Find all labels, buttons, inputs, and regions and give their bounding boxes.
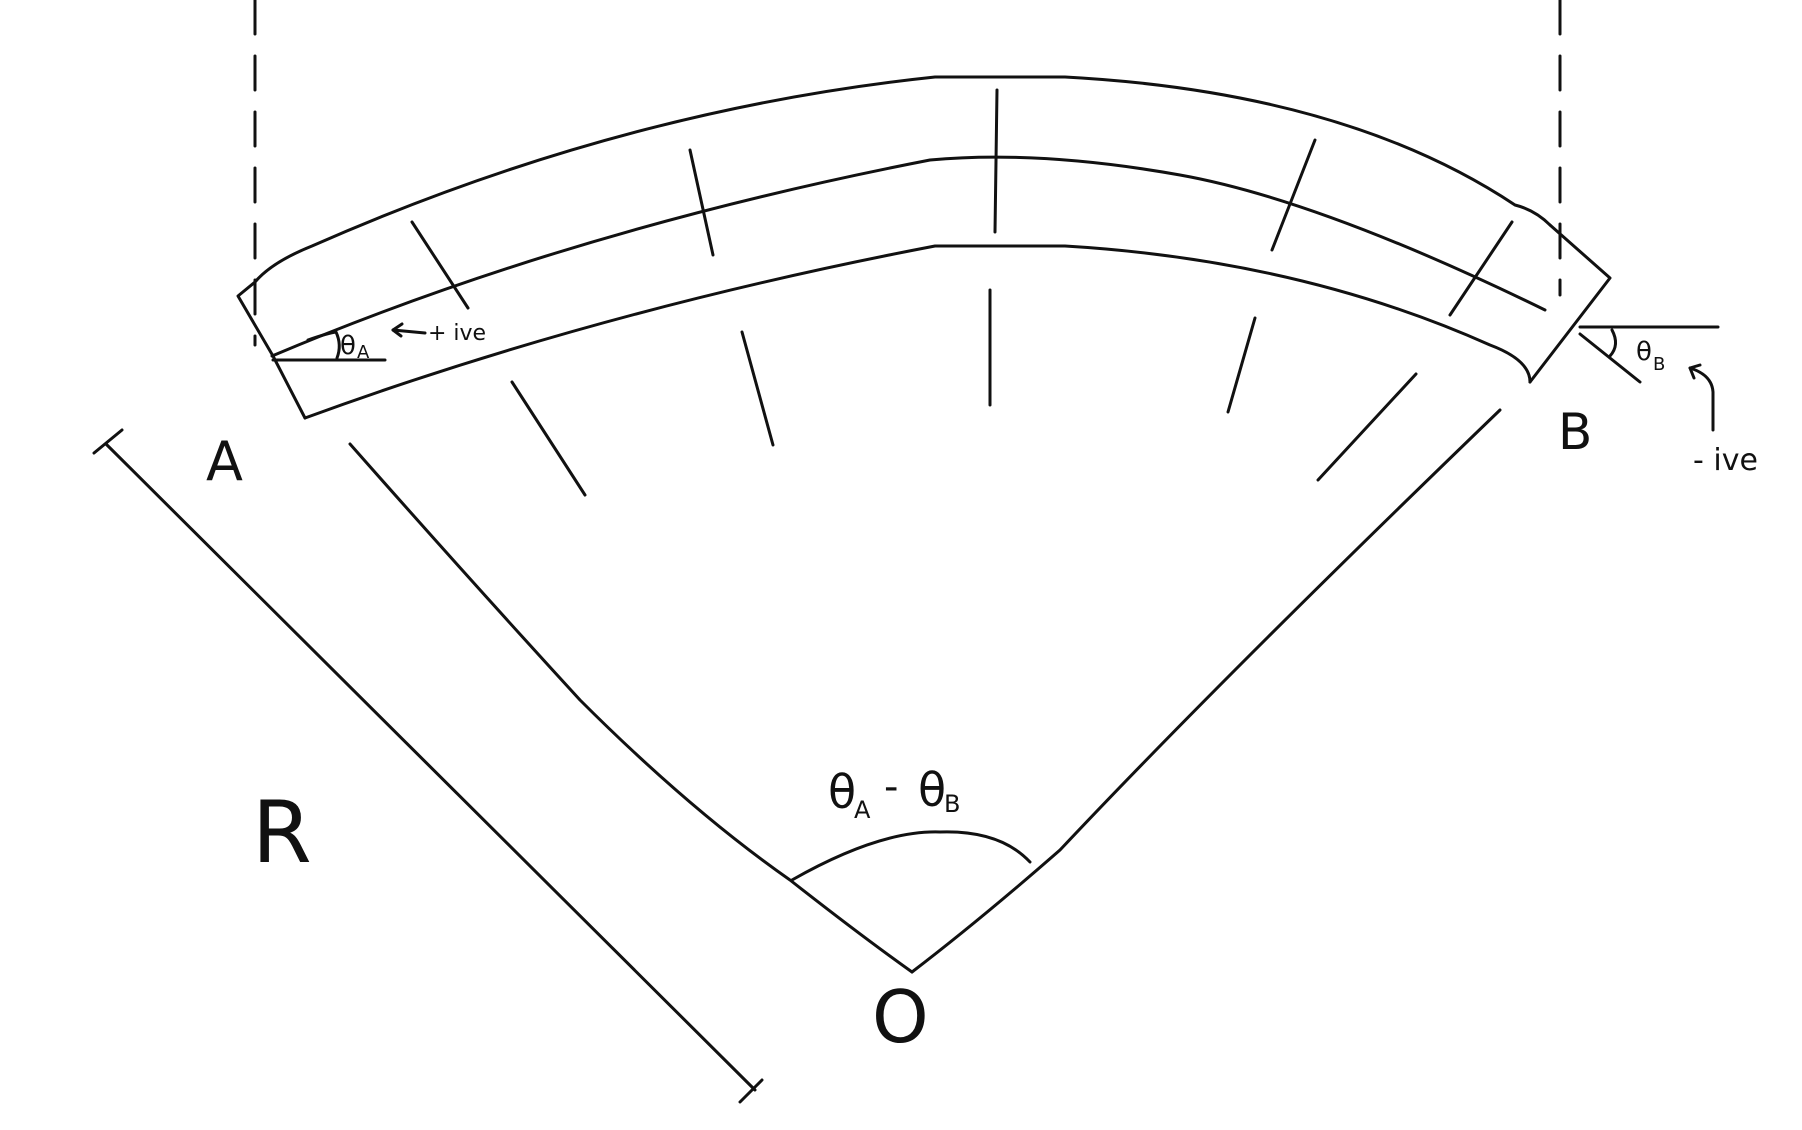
central-angle-arc: [790, 830, 1032, 882]
radial-mark-4: [1226, 316, 1257, 414]
section-line-4: [1270, 138, 1317, 252]
center-o-label: O: [872, 975, 929, 1059]
section-line-1: [410, 220, 470, 310]
negative-note-text: - ive: [1693, 443, 1758, 478]
point-b-label: B: [1558, 403, 1592, 461]
beam-end-face-b: [1528, 223, 1612, 384]
theta-a-symbol: θ: [340, 331, 356, 361]
radius-r-label: R: [252, 783, 312, 883]
radial-line-left: [348, 442, 914, 974]
theta-b-face-extension: [1578, 332, 1642, 384]
positive-note-arrowhead: [391, 322, 404, 338]
point-a-label: A: [206, 430, 243, 493]
radial-mark-2: [740, 330, 775, 447]
central-angle-label: θ A - θ B: [828, 763, 960, 824]
negative-note-arrowhead: [1688, 363, 1702, 380]
theta-b-arc: [1608, 328, 1617, 358]
central-angle-theta-1: θ: [828, 765, 856, 819]
radius-tick-bottom: [738, 1078, 764, 1104]
beam-bottom-edge: [303, 244, 1532, 420]
theta-b-subscript: B: [1653, 354, 1665, 375]
positive-note-arrow: [391, 328, 427, 335]
radial-mark-1: [510, 380, 587, 497]
central-angle-theta-2: θ: [918, 763, 946, 817]
section-line-2: [688, 148, 715, 257]
central-angle-minus: -: [884, 764, 898, 810]
section-line-5: [1448, 220, 1514, 317]
theta-a-arc: [306, 330, 341, 360]
beam-end-face-a: [236, 280, 307, 420]
central-angle-sub-1: A: [854, 796, 871, 824]
section-line-3: [993, 88, 999, 234]
beam-neutral-axis: [270, 155, 1547, 358]
negative-note-arrow: [1688, 366, 1715, 432]
theta-a-subscript: A: [357, 342, 370, 363]
radius-tick-top: [92, 428, 124, 455]
radial-line-right: [910, 408, 1502, 974]
theta-b-symbol: θ: [1636, 337, 1652, 367]
positive-note-text: + ive: [428, 321, 486, 346]
radius-dimension-line: [104, 442, 757, 1092]
radial-mark-5: [1316, 372, 1418, 482]
beam-top-edge: [253, 75, 1552, 284]
central-angle-sub-2: B: [944, 790, 960, 818]
